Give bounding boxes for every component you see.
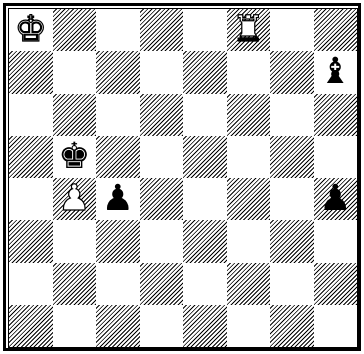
black-pawn-icon: ♟ [319, 181, 351, 217]
square-f4[interactable] [227, 178, 271, 220]
square-b5[interactable]: ♚ [53, 136, 97, 178]
square-g6[interactable] [270, 94, 314, 136]
black-bishop-piece[interactable]: ♝ [314, 51, 358, 93]
square-c4[interactable]: ♟ [96, 178, 140, 220]
square-d6[interactable] [140, 94, 184, 136]
square-b6[interactable] [53, 94, 97, 136]
square-b8[interactable] [53, 9, 97, 51]
square-a4[interactable] [9, 178, 53, 220]
square-a5[interactable] [9, 136, 53, 178]
square-e8[interactable] [183, 9, 227, 51]
square-e6[interactable] [183, 94, 227, 136]
square-h5[interactable] [314, 136, 358, 178]
black-pawn-icon: ♟ [102, 181, 134, 217]
square-f6[interactable] [227, 94, 271, 136]
black-king-icon: ♚ [58, 139, 90, 175]
square-c6[interactable] [96, 94, 140, 136]
square-e1[interactable] [183, 305, 227, 347]
square-e4[interactable] [183, 178, 227, 220]
white-rook-icon: ♜ [232, 12, 264, 48]
white-king-piece[interactable]: ♚ [9, 9, 53, 51]
square-e5[interactable] [183, 136, 227, 178]
square-d5[interactable] [140, 136, 184, 178]
square-f7[interactable] [227, 51, 271, 93]
square-a1[interactable] [9, 305, 53, 347]
square-f3[interactable] [227, 220, 271, 262]
white-pawn-piece[interactable]: ♟ [53, 178, 97, 220]
square-h1[interactable] [314, 305, 358, 347]
square-f5[interactable] [227, 136, 271, 178]
white-king-icon: ♚ [15, 12, 47, 48]
square-d2[interactable] [140, 263, 184, 305]
square-c8[interactable] [96, 9, 140, 51]
square-g3[interactable] [270, 220, 314, 262]
black-bishop-icon: ♝ [319, 54, 351, 90]
square-d4[interactable] [140, 178, 184, 220]
square-g8[interactable] [270, 9, 314, 51]
square-e3[interactable] [183, 220, 227, 262]
square-b7[interactable] [53, 51, 97, 93]
square-b4[interactable]: ♟ [53, 178, 97, 220]
square-c7[interactable] [96, 51, 140, 93]
square-a7[interactable] [9, 51, 53, 93]
square-h2[interactable] [314, 263, 358, 305]
square-b2[interactable] [53, 263, 97, 305]
square-f8[interactable]: ♜ [227, 9, 271, 51]
square-d7[interactable] [140, 51, 184, 93]
black-pawn-piece[interactable]: ♟ [314, 178, 358, 220]
square-c1[interactable] [96, 305, 140, 347]
square-h8[interactable] [314, 9, 358, 51]
square-b1[interactable] [53, 305, 97, 347]
square-h3[interactable] [314, 220, 358, 262]
square-g2[interactable] [270, 263, 314, 305]
square-g1[interactable] [270, 305, 314, 347]
square-e7[interactable] [183, 51, 227, 93]
square-g4[interactable] [270, 178, 314, 220]
square-f1[interactable] [227, 305, 271, 347]
square-c5[interactable] [96, 136, 140, 178]
square-g5[interactable] [270, 136, 314, 178]
square-e2[interactable] [183, 263, 227, 305]
square-a6[interactable] [9, 94, 53, 136]
black-pawn-piece[interactable]: ♟ [96, 178, 140, 220]
square-h7[interactable]: ♝ [314, 51, 358, 93]
square-h4[interactable]: ♟ [314, 178, 358, 220]
square-g7[interactable] [270, 51, 314, 93]
square-c3[interactable] [96, 220, 140, 262]
chess-board-frame: ♚ ♜ ♝ ♚ ♟ ♟ ♟ [3, 3, 361, 351]
chess-board: ♚ ♜ ♝ ♚ ♟ ♟ ♟ [8, 8, 358, 348]
square-f2[interactable] [227, 263, 271, 305]
square-a8[interactable]: ♚ [9, 9, 53, 51]
square-c2[interactable] [96, 263, 140, 305]
square-d8[interactable] [140, 9, 184, 51]
square-h6[interactable] [314, 94, 358, 136]
white-pawn-icon: ♟ [58, 181, 90, 217]
black-king-piece[interactable]: ♚ [53, 136, 97, 178]
white-rook-piece[interactable]: ♜ [227, 9, 271, 51]
square-d1[interactable] [140, 305, 184, 347]
square-d3[interactable] [140, 220, 184, 262]
square-b3[interactable] [53, 220, 97, 262]
square-a2[interactable] [9, 263, 53, 305]
square-a3[interactable] [9, 220, 53, 262]
